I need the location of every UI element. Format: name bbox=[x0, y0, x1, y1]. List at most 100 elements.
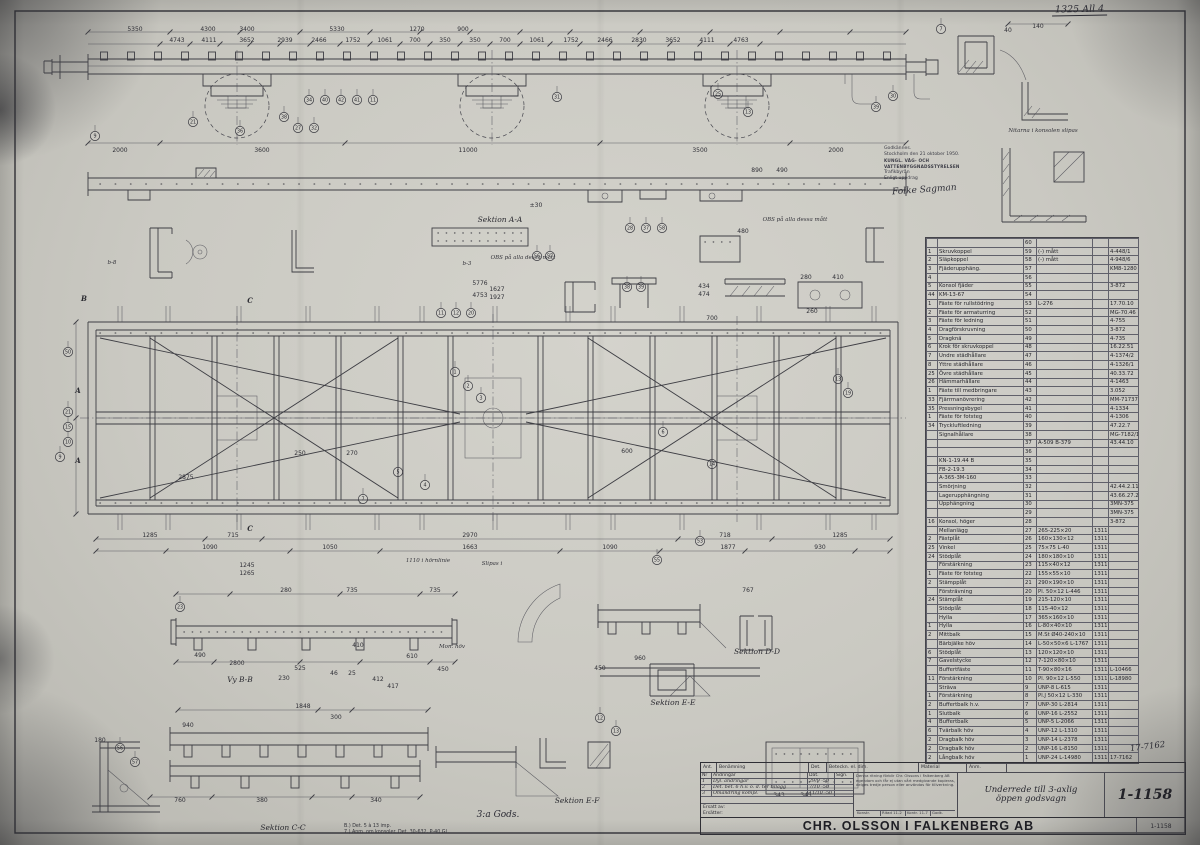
parts-cell-dim bbox=[1036, 403, 1093, 414]
dimension-label: 350 bbox=[469, 37, 481, 44]
parts-cell-dim: 215-120×10 bbox=[1036, 595, 1093, 606]
dimension-label: 2000 bbox=[112, 147, 127, 154]
part-callout-balloon: 21 bbox=[63, 401, 73, 417]
svg-text:55: 55 bbox=[654, 558, 660, 564]
parts-cell-det: 12 bbox=[1023, 656, 1037, 667]
dimension-label: 3600 bbox=[254, 147, 269, 154]
parts-cell-mat bbox=[1092, 386, 1109, 396]
parts-cell-dim: 365×160×10 bbox=[1036, 612, 1093, 623]
parts-cell-ant: 2 bbox=[926, 307, 938, 318]
svg-text:9: 9 bbox=[58, 455, 61, 461]
parts-cell-ant: 2 bbox=[926, 734, 938, 745]
parts-cell-ant bbox=[926, 473, 938, 484]
parts-cell-dim: 75×75 L-40 bbox=[1036, 543, 1093, 553]
parts-cell-mat: 1311 bbox=[1092, 717, 1109, 728]
header-benamning: Benämning bbox=[717, 763, 809, 772]
part-callout-balloon: 36 bbox=[235, 120, 245, 136]
parts-cell-mat: 1311 bbox=[1092, 621, 1109, 632]
dimension-label: 1627 bbox=[489, 286, 504, 293]
parts-cell-ant: 2 bbox=[926, 630, 938, 641]
parts-cell-det: 2 bbox=[1023, 743, 1037, 754]
company-band: CHR. OLSSON I FALKENBERG AB 1-1158 bbox=[701, 817, 1185, 834]
annotation-note: Nitarna i konsolen slipas bbox=[1007, 128, 1078, 134]
part-callout-balloon: 41 bbox=[352, 89, 362, 105]
parts-cell-det: 39 bbox=[1023, 421, 1037, 431]
parts-cell-det: 34 bbox=[1023, 464, 1037, 475]
handwritten-note: 3:a Gods. bbox=[477, 810, 520, 820]
parts-cell-mat bbox=[1092, 438, 1109, 449]
parts-cell-name: Fäste för rullstödring bbox=[937, 299, 1024, 309]
parts-cell-ant: 7 bbox=[926, 351, 938, 362]
parts-cell-anm: 17.70.10 bbox=[1108, 299, 1139, 309]
parts-cell-anm bbox=[1108, 525, 1139, 536]
company-name: CHR. OLSSON I FALKENBERG AB bbox=[802, 819, 1035, 833]
handwritten-corner-note: 1325 All 4 bbox=[1051, 3, 1108, 17]
svg-text:39: 39 bbox=[638, 285, 644, 291]
parts-cell-mat bbox=[1092, 464, 1109, 475]
side-strip-view bbox=[87, 167, 907, 203]
parts-cell-ant: 8 bbox=[926, 360, 938, 370]
parts-cell-name: Krok för skruvkoppel bbox=[937, 342, 1024, 353]
parts-cell-dim bbox=[1036, 351, 1093, 362]
parts-cell-ant bbox=[926, 499, 938, 510]
parts-cell-name: Förstärkning bbox=[937, 673, 1024, 684]
dimension-label: ±30 bbox=[530, 202, 543, 209]
parts-cell-ant bbox=[926, 665, 938, 675]
parts-cell-det: 24 bbox=[1023, 551, 1037, 562]
parts-cell-name: Mellanlägg bbox=[937, 525, 1024, 536]
parts-cell-name: Dragbalk höv bbox=[937, 743, 1024, 754]
parts-cell-anm: L-10466 bbox=[1108, 665, 1139, 675]
parts-cell-ant: 35 bbox=[926, 403, 938, 414]
parts-cell-dim: 120×120×10 bbox=[1036, 647, 1093, 658]
parts-cell-dim bbox=[1036, 307, 1093, 318]
svg-text:31: 31 bbox=[554, 95, 560, 101]
replacement-fields: Ersatt av: Ersätter: bbox=[701, 803, 853, 817]
parts-cell-dim bbox=[1036, 421, 1093, 431]
parts-cell-anm: 4-1334 bbox=[1108, 403, 1139, 414]
part-callout-balloon: 2 bbox=[463, 375, 473, 391]
parts-cell-mat bbox=[1092, 333, 1109, 344]
parts-cell-name: Pressningsbygel bbox=[937, 403, 1024, 414]
parts-cell-anm bbox=[1108, 290, 1139, 301]
dimension-label: 525 bbox=[294, 665, 306, 672]
parts-cell-name: Stämpplåt bbox=[937, 578, 1024, 588]
parts-cell-mat bbox=[1092, 447, 1109, 457]
parts-cell-dim: UNP-16 L-2552 bbox=[1036, 708, 1093, 719]
part-callout-balloon: 25 bbox=[713, 83, 723, 99]
parts-cell-name: Fäste för fotsteg bbox=[937, 412, 1024, 423]
part-callout-balloon: 37 bbox=[641, 217, 651, 233]
title-block: Ant. Benämning Det. Beteckn. el. dim. Ma… bbox=[700, 762, 1186, 835]
parts-cell-dim bbox=[1036, 490, 1093, 501]
parts-cell-mat bbox=[1092, 351, 1109, 362]
parts-cell-det: 50 bbox=[1023, 325, 1037, 335]
svg-text:19: 19 bbox=[845, 391, 851, 397]
part-callout-balloon: 15 bbox=[63, 416, 73, 432]
annotation-note: b-8 bbox=[108, 260, 117, 266]
parts-cell-dim: M.St Ø40-240×10 bbox=[1036, 630, 1093, 641]
parts-cell-ant: 2 bbox=[926, 743, 938, 754]
dimension-label: 700 bbox=[409, 37, 421, 44]
dimension-label: 1752 bbox=[563, 37, 578, 44]
part-callout-balloon: 56 bbox=[532, 245, 542, 261]
parts-cell-mat: 1311 bbox=[1092, 708, 1109, 719]
dimension-label: 1265 bbox=[239, 570, 254, 577]
part-callout-balloon: 13 bbox=[611, 720, 621, 736]
svg-text:50: 50 bbox=[65, 350, 71, 356]
parts-cell-det: 36 bbox=[1023, 447, 1037, 457]
part-callout-balloon: 19 bbox=[843, 382, 853, 398]
